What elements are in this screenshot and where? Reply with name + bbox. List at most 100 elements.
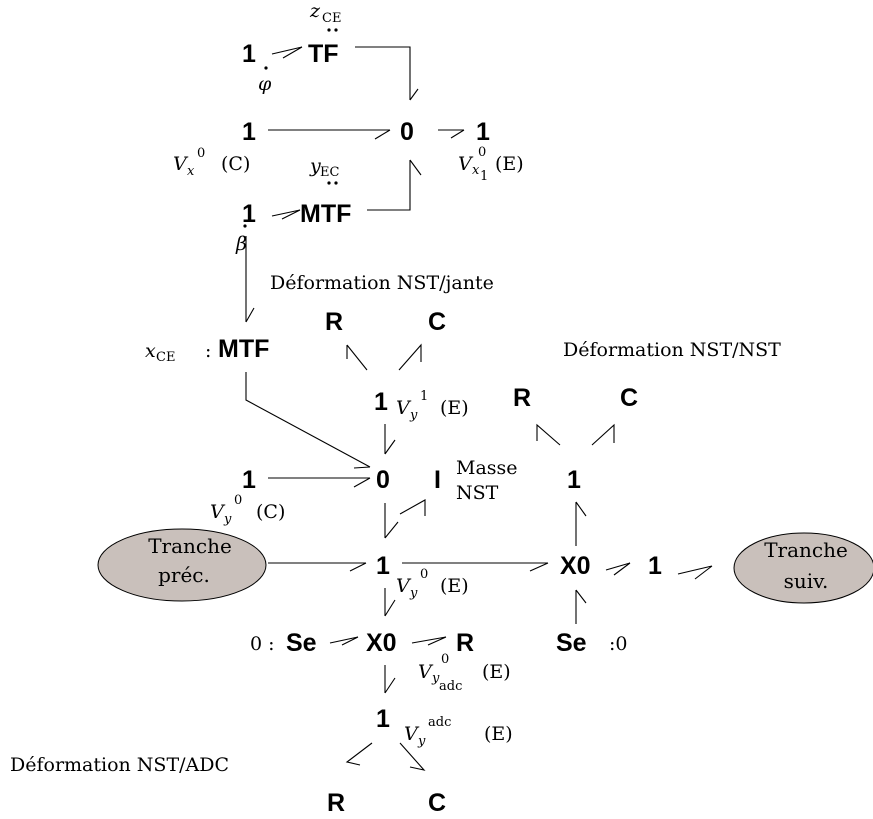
bond-se-x0 [329, 636, 359, 646]
vy0c-superscript: 0 [234, 493, 242, 508]
node-se-left: Se [286, 629, 317, 657]
vy0c-symbol: V [210, 501, 226, 523]
bond-one-x0 [402, 562, 549, 572]
node-one-right: 1 [567, 466, 581, 494]
vy1-superscript: 1 [420, 389, 428, 404]
vx1-superscript: 0 [478, 145, 486, 160]
label-se-right-suffix: :0 [609, 633, 628, 655]
y-ec-symbol: y [309, 155, 321, 177]
label-phi-dot: φ [258, 66, 272, 95]
phi-symbol: φ [258, 73, 272, 95]
node-one-vx0: 1 [242, 118, 256, 146]
vy0e-subscript: y [409, 586, 418, 601]
label-vx0: V x 0 (C) [173, 146, 250, 179]
bond-mtfx-zero [245, 372, 371, 469]
dot-marker [243, 224, 247, 228]
nodes: 1 TF 1 0 1 1 MTF MTF R C 1 R C 1 0 I 1 1… [218, 40, 662, 817]
node-one-adc: 1 [376, 705, 390, 733]
node-one-vx1: 1 [476, 118, 490, 146]
tranche-suivante: Tranche suiv. [733, 532, 873, 604]
bond-x0-one [575, 501, 587, 546]
x-ce-subscript: CE [156, 350, 175, 365]
y-ec-subscript: EC [320, 165, 339, 180]
label-x-ce: x CE : [145, 340, 211, 365]
label-z-ce: z CE [309, 0, 341, 32]
node-one-vy1: 1 [374, 388, 388, 416]
dot-marker [334, 28, 338, 32]
tranche-suiv-ellipse [733, 532, 873, 604]
labels: z CE φ V x 0 (C) y EC V x 0 1 [10, 0, 781, 776]
node-one-vy0c: 1 [242, 466, 256, 494]
bond-tf-zero [355, 46, 419, 101]
z-ce-symbol: z [309, 0, 321, 22]
node-mtf-top: MTF [300, 200, 351, 228]
node-r-adc: R [327, 789, 345, 817]
bond-prev-one [268, 562, 367, 572]
node-c-jante: C [428, 308, 446, 336]
vy0e-superscript: 0 [420, 567, 428, 582]
vx0-subscript: x [187, 164, 195, 179]
label-beta-dot: β [235, 224, 247, 255]
label-vy1: V y 1 (E) [396, 389, 469, 423]
node-i-masse: I [434, 466, 441, 494]
label-masse: Masse [456, 457, 518, 479]
tranche-suiv-line2: suiv. [784, 569, 829, 593]
tranche-prec-ellipse [97, 528, 267, 602]
bond-x0b-one [384, 665, 396, 694]
tranche-suiv-line1: Tranche [764, 538, 848, 562]
label-def-adc: Déformation NST/ADC [10, 754, 229, 776]
beta-symbol: β [235, 233, 247, 255]
node-one-suiv: 1 [648, 552, 662, 580]
label-y-ec: y EC [309, 155, 339, 185]
x-ce-symbol: x [145, 340, 156, 362]
bond-vx0-zero [268, 129, 391, 140]
vy1-tag: (E) [440, 397, 469, 419]
bond-x0-onesuiv [605, 562, 631, 576]
label-def-nst: Déformation NST/NST [563, 339, 781, 361]
bond-one-c-nst [591, 423, 615, 446]
bond-one-tf [271, 46, 303, 59]
vyadc-subscript: y [417, 734, 426, 749]
bond-vy1-c [398, 343, 422, 371]
label-vx1: V x 0 1 (E) [458, 145, 524, 184]
node-c-nst: C [620, 384, 638, 412]
node-one-center: 1 [376, 552, 390, 580]
label-vyadc: V y adc (E) [404, 715, 513, 749]
bond-adc-c [399, 742, 426, 771]
bond-adc-r [345, 742, 373, 766]
label-vy0e: V y 0 (E) [396, 567, 469, 601]
bond-vy1-r [346, 344, 368, 371]
node-x0-bottom: X0 [366, 629, 397, 657]
node-tf: TF [308, 40, 339, 68]
node-one-beta: 1 [242, 200, 256, 228]
tranche-precedente: Tranche préc. [97, 528, 267, 602]
label-def-jante: Déformation NST/jante [270, 272, 494, 294]
node-zero-top: 0 [400, 118, 414, 146]
bond-mtf-zero [367, 159, 422, 211]
node-zero-mid: 0 [376, 466, 390, 494]
bond-onesuiv-next [677, 565, 713, 580]
vyadc-tag: (E) [484, 723, 513, 745]
vx0-superscript: 0 [197, 146, 205, 161]
bond-x0-r [411, 636, 447, 646]
vyadc0-superscript: 0 [441, 652, 449, 667]
vyadc0-symbol: V [418, 661, 434, 683]
bond-zero-vx1 [438, 129, 465, 139]
bond-se-x0r [575, 589, 587, 624]
bond-one-mtf [271, 209, 301, 220]
bond-zero-i [399, 499, 426, 516]
vx1-symbol: V [458, 153, 474, 175]
label-vyadc0: V y 0 adc (E) [418, 652, 511, 694]
bond-one-mtfx [245, 236, 255, 323]
vx1-tag: (E) [495, 153, 524, 175]
label-vy0c: V y 0 (C) [210, 493, 285, 527]
bond-one-r-nst [536, 423, 561, 446]
node-r-jante: R [325, 308, 343, 336]
x-ce-colon: : [205, 340, 211, 362]
bond-zero-one [384, 503, 399, 539]
node-mtf-xce: MTF [218, 335, 269, 363]
node-c-adc: C [428, 789, 446, 817]
vy0e-tag: (E) [440, 575, 469, 597]
vx1-subsubscript: 1 [480, 169, 488, 184]
